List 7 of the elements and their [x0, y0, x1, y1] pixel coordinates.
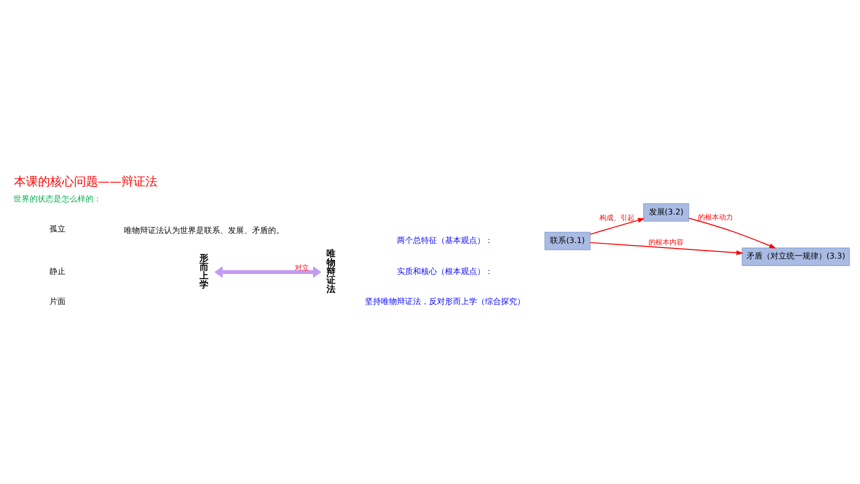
node-text: 形而上学	[200, 253, 209, 290]
arrow	[688, 217, 776, 248]
node-text: 唯物辩证法	[326, 249, 336, 294]
arrow	[590, 217, 645, 234]
arrow	[214, 266, 322, 278]
diagram-title: 本课的核心问题——辩证法	[14, 174, 158, 188]
arrow	[590, 242, 744, 255]
